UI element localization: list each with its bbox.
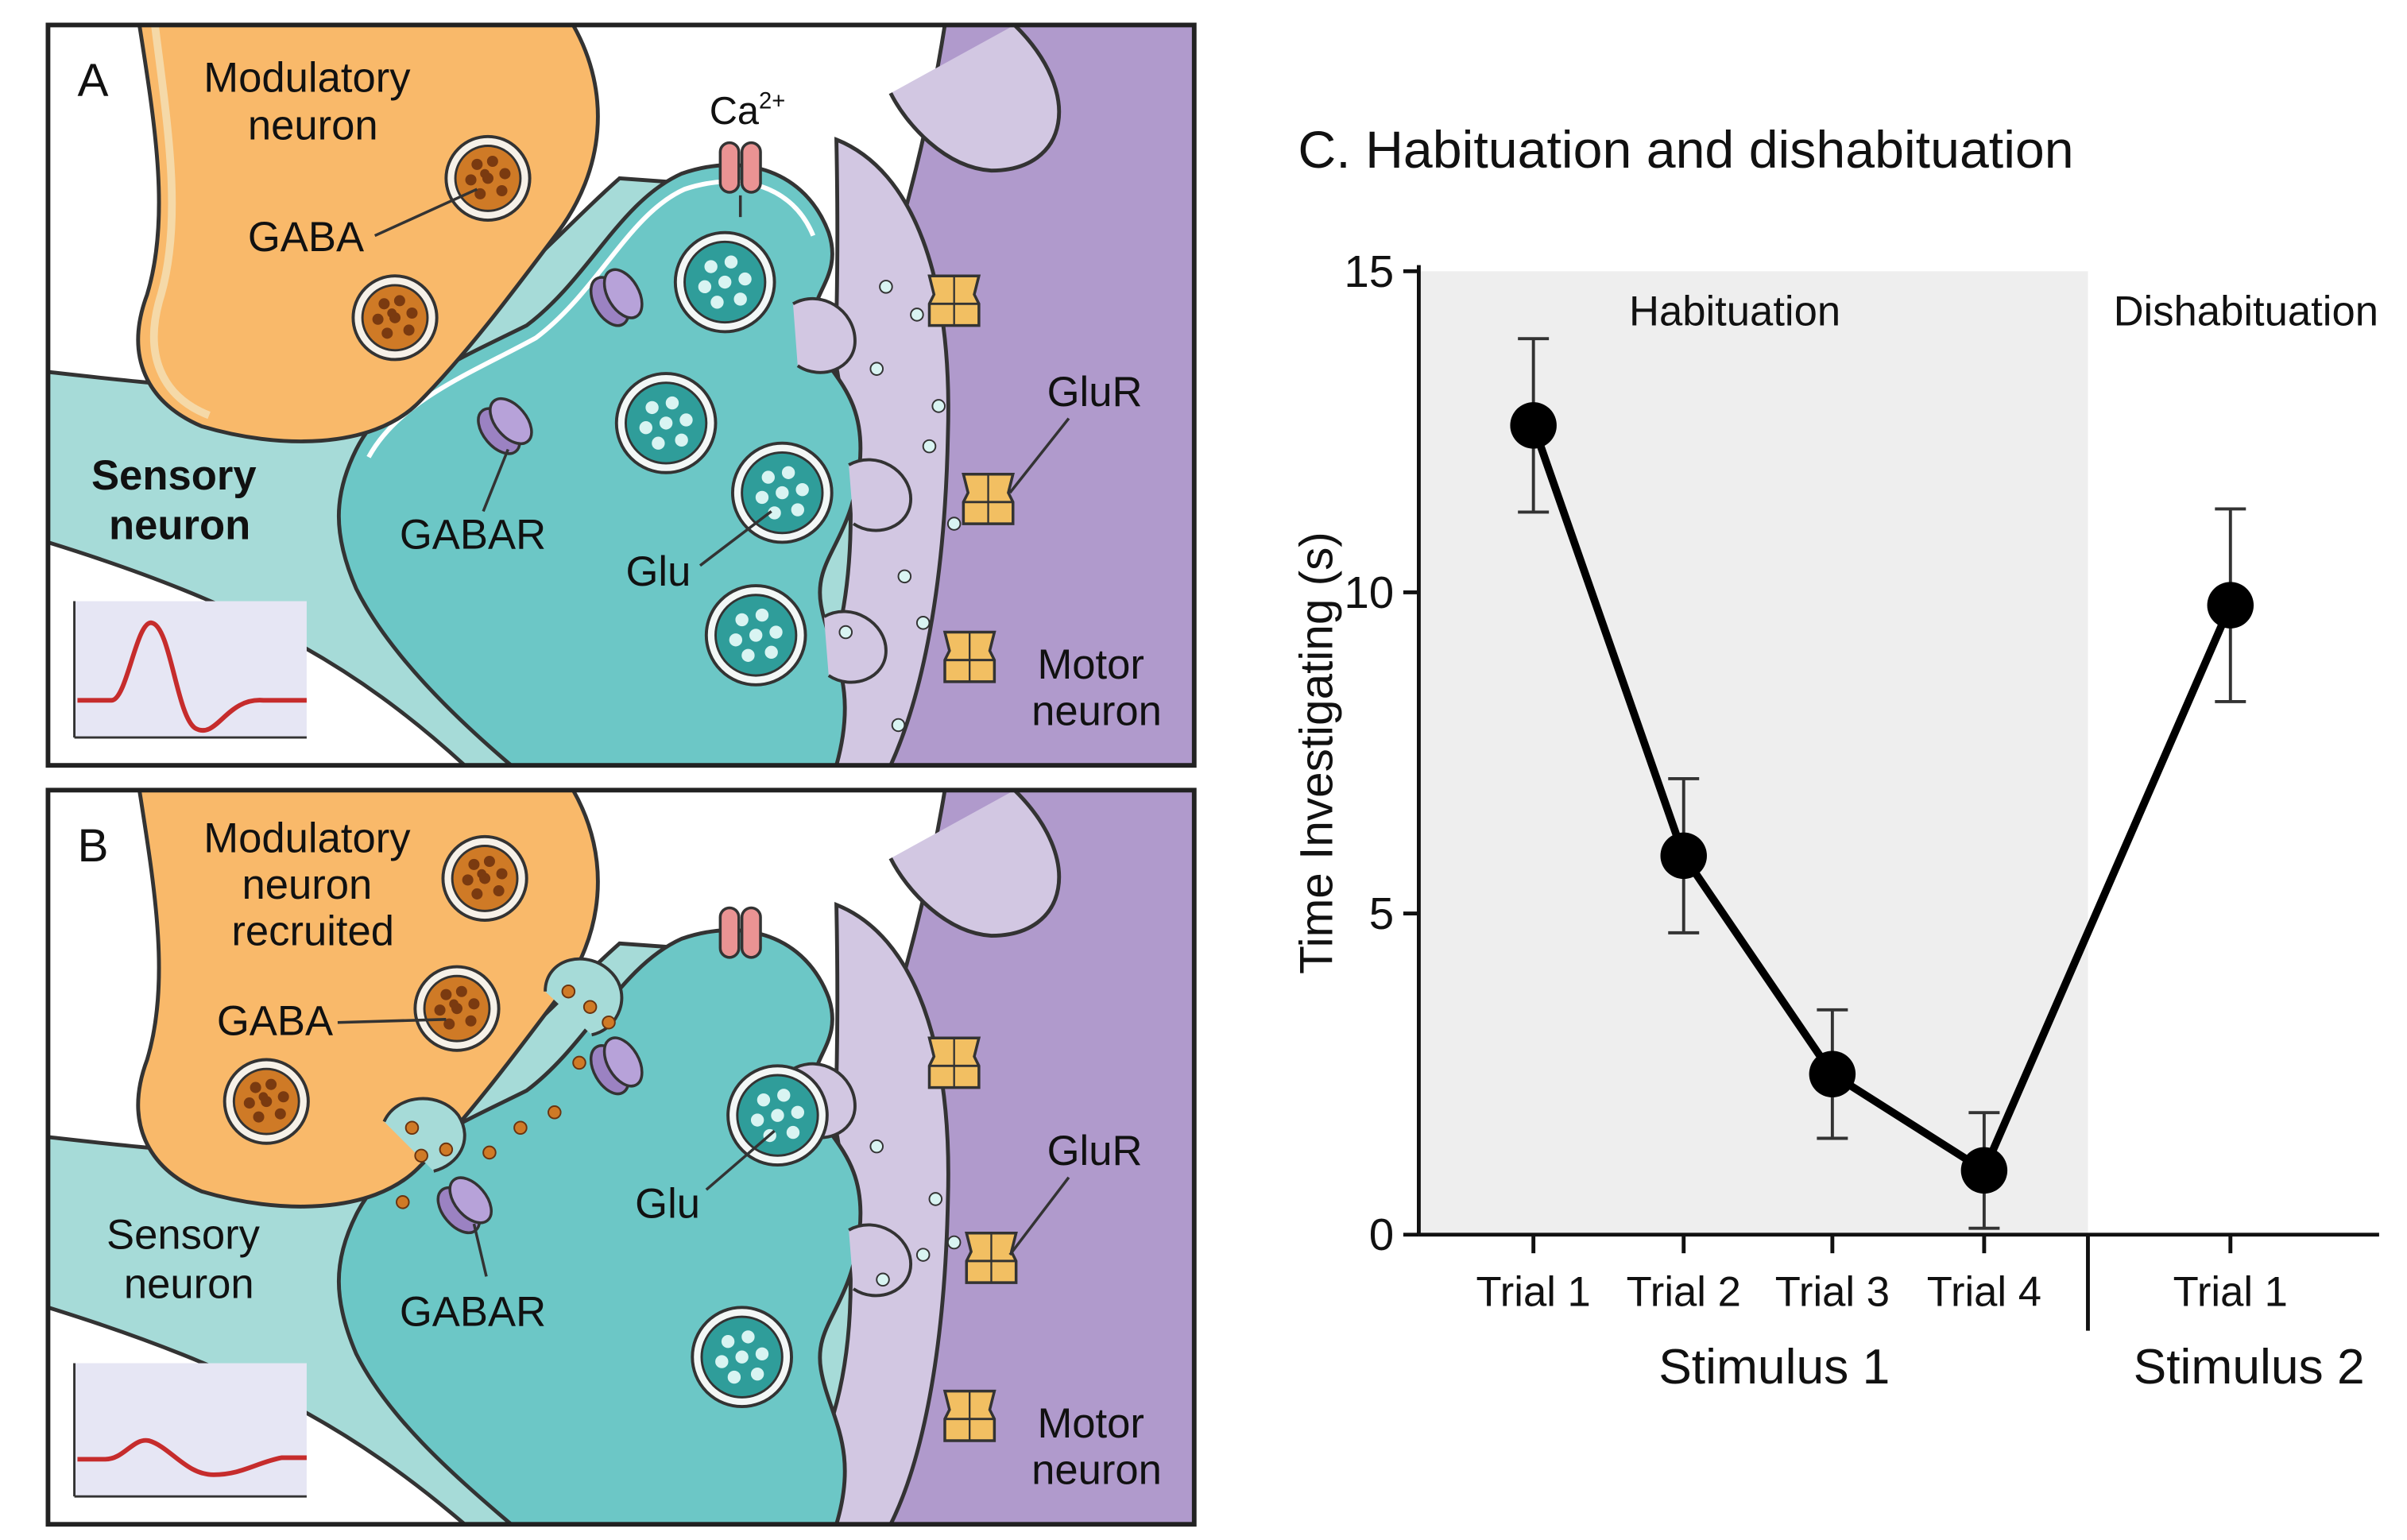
gabar-label-b: GABAR <box>400 1289 546 1336</box>
x-tick-label: Trial 1 <box>2173 1268 2288 1315</box>
y-tick-label: 0 <box>1369 1209 1394 1259</box>
data-point <box>1809 1051 1856 1097</box>
y-tick-label: 10 <box>1344 567 1394 617</box>
y-axis-label: Time Investigating (s) <box>1291 532 1342 974</box>
x-tick-label: Trial 3 <box>1775 1268 1890 1315</box>
x-ticks: Trial 1 Trial 2 Trial 3 Trial 4 Trial 1 <box>1476 1234 2288 1315</box>
action-potential-trace-b <box>77 1437 307 1477</box>
glu-label-b: Glu <box>635 1180 700 1227</box>
trace-inset-b <box>74 1363 307 1497</box>
y-tick-label: 15 <box>1344 246 1394 296</box>
panel-a: A Modulatory neuron GABA Ca2+ Sensory ne… <box>45 22 1197 768</box>
gabar-label-a: GABAR <box>400 511 546 558</box>
panel-letter-a: A <box>77 55 108 106</box>
x-group-label: Stimulus 2 <box>2134 1340 2365 1395</box>
x-group-label: Stimulus 1 <box>1658 1340 1890 1395</box>
y-ticks: 0 5 10 15 <box>1344 246 1419 1259</box>
motor-neuron-label-a: Motor neuron <box>1031 641 1162 734</box>
motor-neuron-label-b: Motor neuron <box>1031 1400 1162 1493</box>
data-point <box>2207 582 2254 629</box>
data-point <box>1660 832 1707 880</box>
x-tick-label: Trial 2 <box>1627 1268 1741 1315</box>
glur-label-b: GluR <box>1047 1128 1143 1174</box>
trace-inset-a <box>74 601 307 738</box>
sensory-neuron-label-b: Sensory neuron <box>106 1211 272 1307</box>
data-points <box>1510 402 2254 1194</box>
data-point <box>1960 1147 2008 1194</box>
habituation-label: Habituation <box>1629 288 1840 335</box>
glu-label-a: Glu <box>625 548 691 595</box>
sensory-neuron-label-a: Sensory neuron <box>91 452 268 548</box>
dishabituation-label: Dishabituation <box>2114 288 2378 335</box>
gaba-label-b: GABA <box>217 997 333 1044</box>
panel-c-chart: C. Habituation and dishabituation Habitu… <box>1291 121 2379 1395</box>
action-potential-trace-a <box>77 620 307 733</box>
y-tick-label: 5 <box>1369 888 1394 938</box>
modulatory-neuron-label-a: Modulatory neuron <box>203 54 422 149</box>
x-groups: Stimulus 1 Stimulus 2 <box>1658 1340 2365 1395</box>
panel-b: B Modulatory neuron recruited GABA Senso… <box>45 787 1197 1527</box>
panel-letter-b: B <box>77 820 108 872</box>
glur-label-a: GluR <box>1047 369 1143 416</box>
modulatory-neuron-a <box>136 25 600 443</box>
modulatory-neuron-label-b: Modulatory neuron recruited <box>203 814 422 954</box>
gaba-label-a: GABA <box>248 214 364 261</box>
data-point <box>1510 402 1557 449</box>
x-tick-label: Trial 1 <box>1476 1268 1591 1315</box>
x-tick-label: Trial 4 <box>1927 1268 2041 1315</box>
chart-title: C. Habituation and dishabituation <box>1298 121 2073 180</box>
calcium-label: Ca2+ <box>710 89 786 133</box>
